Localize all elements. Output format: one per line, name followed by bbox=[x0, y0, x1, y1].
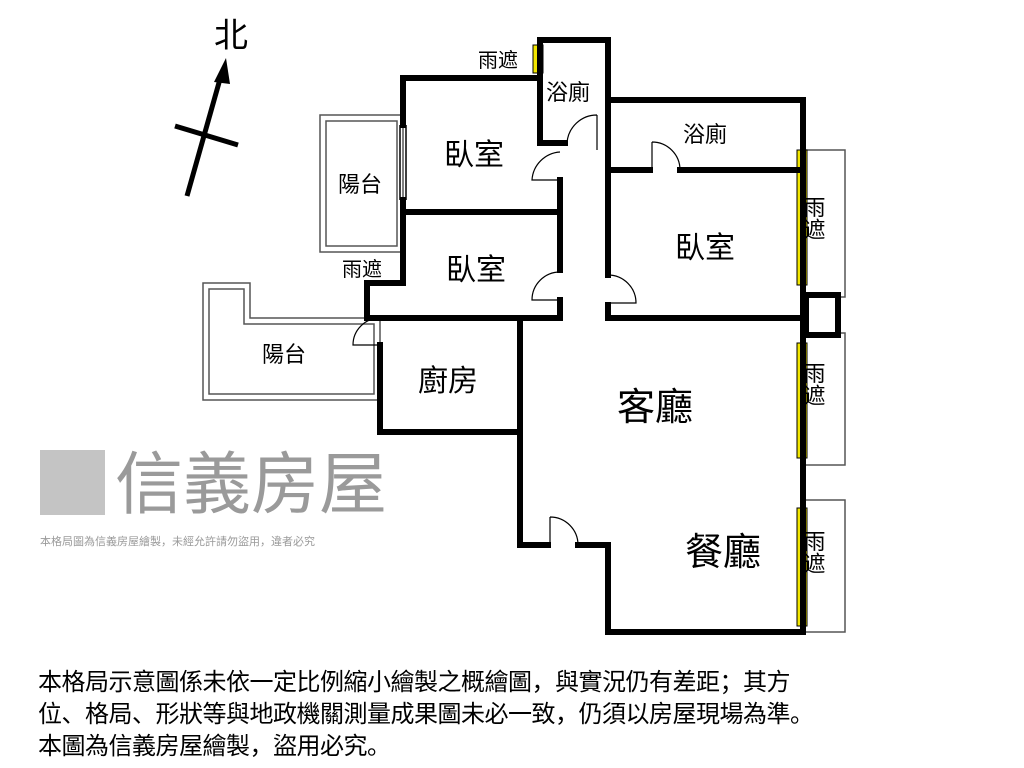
north-compass: 北 bbox=[174, 16, 248, 197]
room-bedroom-mid: 臥室 bbox=[446, 253, 506, 288]
room-bath-east: 浴廁 bbox=[683, 123, 727, 148]
door-arc bbox=[531, 271, 561, 301]
canopy-east-2-label: 雨遮 bbox=[800, 362, 826, 406]
canopy-top-label: 雨遮 bbox=[478, 48, 518, 72]
walls bbox=[364, 37, 841, 635]
disclaimer-line: 位、格局、形狀等與地政機關測量成果圖未必一致，仍須以房屋現場為準。 bbox=[38, 700, 814, 728]
balcony-lower-inner bbox=[208, 288, 375, 395]
canopy-strips bbox=[532, 44, 808, 627]
balcony-upper-outline bbox=[319, 114, 404, 253]
door-arc bbox=[607, 274, 637, 304]
wall bbox=[364, 197, 406, 321]
doors bbox=[352, 114, 681, 546]
wall bbox=[400, 75, 543, 128]
room-balcony-lower: 陽台 bbox=[262, 343, 306, 368]
watermark-notice: 本格局圖為信義房屋繪製，未經允許請勿盜用，違者必究 bbox=[40, 534, 315, 548]
door-arc bbox=[651, 141, 681, 171]
room-bedroom-nw: 臥室 bbox=[444, 138, 504, 173]
canopy-east-3-label: 雨遮 bbox=[800, 530, 826, 574]
room-living: 客廳 bbox=[617, 385, 693, 429]
balcony-upper-inner bbox=[325, 120, 398, 247]
room-kitchen: 廚房 bbox=[418, 364, 478, 399]
door-arc bbox=[352, 317, 381, 346]
watermark: 信義房屋 本格局圖為信義房屋繪製，未經允許請勿盜用，違者必究 bbox=[40, 446, 387, 548]
disclaimer: 本格局示意圖係未依一定比例縮小繪製之概繪圖，與實況仍有差距；其方 位、格局、形狀… bbox=[38, 666, 814, 762]
compass-label: 北 bbox=[214, 16, 248, 56]
watermark-brand: 信義房屋 bbox=[115, 446, 387, 525]
floor-plan: 北 信義房屋 本格局圖為信義房屋繪製，未經允許請勿盜用，違者必究 bbox=[40, 16, 846, 635]
wall bbox=[517, 315, 551, 548]
room-balcony-upper: 陽台 bbox=[338, 173, 382, 198]
door-arc bbox=[531, 151, 561, 181]
compass-crossbar bbox=[174, 123, 239, 148]
room-dining: 餐廳 bbox=[685, 530, 761, 574]
wall bbox=[803, 292, 841, 338]
room-bath-top: 浴廁 bbox=[546, 81, 590, 106]
brand-logo-icon bbox=[40, 450, 105, 515]
canopy-west-label: 雨遮 bbox=[342, 257, 382, 281]
wall bbox=[377, 342, 523, 435]
wall bbox=[537, 37, 806, 635]
room-bedroom-east: 臥室 bbox=[675, 231, 735, 266]
room-labels: 臥室 臥室 臥室 浴廁 浴廁 陽台 陽台 廚房 客廳 餐廳 雨遮 雨遮 雨遮 雨… bbox=[262, 48, 826, 574]
door-arc bbox=[549, 516, 579, 546]
disclaimer-line: 本圖為信義房屋繪製，盜用必究。 bbox=[38, 732, 391, 760]
disclaimer-line: 本格局示意圖係未依一定比例縮小繪製之概繪圖，與實況仍有差距；其方 bbox=[38, 668, 790, 696]
north-arrow-icon bbox=[214, 58, 230, 84]
door-arc bbox=[566, 114, 598, 150]
canopy-east-1-label: 雨遮 bbox=[800, 196, 826, 240]
